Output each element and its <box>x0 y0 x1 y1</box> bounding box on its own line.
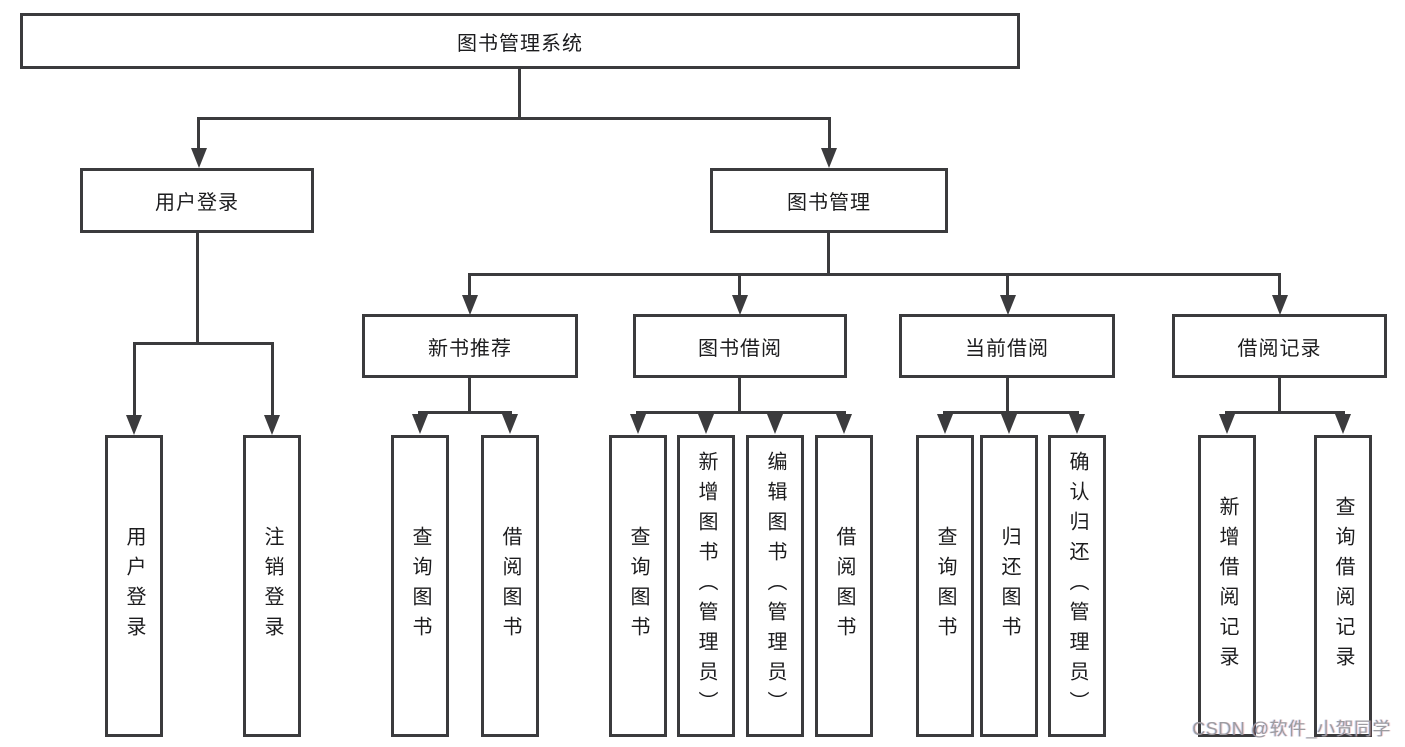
col-edit-books-admin-label: 编辑图书（管理员） <box>764 451 786 721</box>
col-confirm-return-admin: 确认归还（管理员） <box>1048 435 1106 737</box>
connector-drop-book-management <box>828 117 831 150</box>
col-user-login: 用户登录 <box>105 435 163 737</box>
node-user-login: 用户登录 <box>80 168 314 233</box>
connector-root-stem <box>518 69 521 119</box>
connector-drop-leaf-logout <box>271 342 274 415</box>
arrow-to-borrow-books-recommend <box>502 414 518 434</box>
col-query-books-borrow-label: 查询图书 <box>627 526 649 646</box>
connector-drop-new-book <box>468 273 471 297</box>
node-borrowing-records-label: 借阅记录 <box>1237 337 1322 360</box>
arrow-to-query-borrow-record <box>1335 414 1351 434</box>
arrow-to-leaf-logout <box>264 415 280 435</box>
connector-drop-book-borrowing <box>738 273 741 297</box>
col-query-books-recommend-label: 查询图书 <box>409 526 431 646</box>
connector-book-borrowing-bar <box>636 411 846 414</box>
arrow-to-new-book <box>462 295 478 315</box>
connector-current-borrowing-bar <box>943 411 1079 414</box>
arrow-to-book-management <box>821 148 837 168</box>
node-book-borrowing-label: 图书借阅 <box>698 337 782 360</box>
connector-user-login-stem <box>196 233 199 345</box>
arrow-to-query-books-recommend <box>412 414 428 434</box>
col-confirm-return-admin-label: 确认归还（管理员） <box>1066 451 1088 721</box>
arrow-to-edit-books-admin <box>767 414 783 434</box>
connector-drop-current-borrowing <box>1006 273 1009 297</box>
connector-level3-bar <box>468 273 1281 276</box>
col-edit-books-admin: 编辑图书（管理员） <box>746 435 804 737</box>
arrow-to-leaf-user-login <box>126 415 142 435</box>
node-user-login-label: 用户登录 <box>155 192 239 214</box>
arrow-to-borrow-books <box>836 414 852 434</box>
col-borrow-books: 借阅图书 <box>815 435 873 737</box>
connector-new-book-bar <box>418 411 512 414</box>
node-new-book-recommend: 新书推荐 <box>362 314 578 378</box>
arrow-to-current-borrowing <box>1000 295 1016 315</box>
connector-level2-bar <box>197 117 831 120</box>
arrow-to-user-login <box>191 148 207 168</box>
col-query-books-recommend: 查询图书 <box>391 435 449 737</box>
col-borrow-books-label: 借阅图书 <box>833 526 855 646</box>
arrow-to-confirm-return-admin <box>1069 414 1085 434</box>
node-current-borrowing: 当前借阅 <box>899 314 1115 378</box>
arrow-to-query-books-borrow <box>630 414 646 434</box>
watermark: CSDN @软件_小贺同学 <box>1192 719 1391 739</box>
col-query-books-borrow: 查询图书 <box>609 435 667 737</box>
col-borrow-books-recommend: 借阅图书 <box>481 435 539 737</box>
col-add-borrow-record: 新增借阅记录 <box>1198 435 1256 737</box>
arrow-to-add-books-admin <box>698 414 714 434</box>
connector-drop-borrowing-records <box>1278 273 1281 297</box>
col-add-books-admin-label: 新增图书（管理员） <box>695 451 717 721</box>
node-book-management-label: 图书管理 <box>787 192 871 214</box>
connector-book-borrowing-stem <box>738 378 741 414</box>
col-logout-label: 注销登录 <box>261 526 283 646</box>
connector-new-book-stem <box>468 378 471 414</box>
arrow-to-add-borrow-record <box>1219 414 1235 434</box>
node-current-borrowing-label: 当前借阅 <box>965 337 1049 360</box>
col-query-books-current-label: 查询图书 <box>934 526 956 646</box>
connector-borrowing-records-bar <box>1225 411 1345 414</box>
connector-current-borrowing-stem <box>1006 378 1009 414</box>
connector-borrowing-records-stem <box>1278 378 1281 414</box>
connector-drop-user-login <box>197 117 200 150</box>
node-new-book-recommend-label: 新书推荐 <box>428 337 512 360</box>
col-user-login-label: 用户登录 <box>123 526 145 646</box>
node-root: 图书管理系统 <box>20 13 1020 69</box>
arrow-to-borrowing-records <box>1272 295 1288 315</box>
node-root-label: 图书管理系统 <box>457 32 583 55</box>
arrow-to-query-books-current <box>937 414 953 434</box>
node-book-management: 图书管理 <box>710 168 948 233</box>
col-borrow-books-recommend-label: 借阅图书 <box>499 526 521 646</box>
arrow-to-book-borrowing <box>732 295 748 315</box>
node-book-borrowing: 图书借阅 <box>633 314 847 378</box>
arrow-to-return-books <box>1001 414 1017 434</box>
col-add-books-admin: 新增图书（管理员） <box>677 435 735 737</box>
col-query-borrow-record: 查询借阅记录 <box>1314 435 1372 737</box>
connector-user-login-bar <box>133 342 274 345</box>
col-query-books-current: 查询图书 <box>916 435 974 737</box>
col-query-borrow-record-label: 查询借阅记录 <box>1332 496 1354 676</box>
col-logout: 注销登录 <box>243 435 301 737</box>
connector-book-management-stem <box>827 233 830 276</box>
connector-drop-leaf-user-login <box>133 342 136 415</box>
node-borrowing-records: 借阅记录 <box>1172 314 1387 378</box>
col-add-borrow-record-label: 新增借阅记录 <box>1216 496 1238 676</box>
col-return-books-label: 归还图书 <box>998 526 1020 646</box>
col-return-books: 归还图书 <box>980 435 1038 737</box>
